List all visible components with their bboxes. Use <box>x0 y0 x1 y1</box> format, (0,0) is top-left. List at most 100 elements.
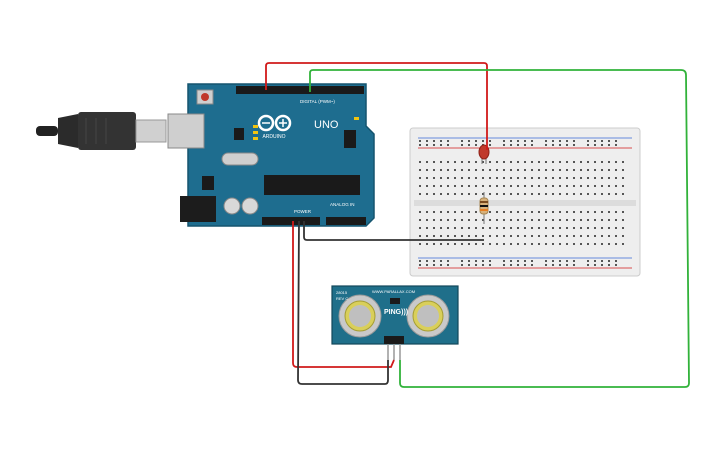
breadboard-hole[interactable] <box>545 243 547 245</box>
breadboard-hole[interactable] <box>440 169 442 171</box>
breadboard-hole[interactable] <box>566 169 568 171</box>
breadboard-hole[interactable] <box>517 235 519 237</box>
breadboard-hole[interactable] <box>426 144 428 146</box>
breadboard-hole[interactable] <box>524 243 526 245</box>
breadboard-hole[interactable] <box>510 144 512 146</box>
breadboard-hole[interactable] <box>440 161 442 163</box>
breadboard-hole[interactable] <box>447 177 449 179</box>
breadboard-hole[interactable] <box>615 219 617 221</box>
breadboard-hole[interactable] <box>601 185 603 187</box>
breadboard-hole[interactable] <box>433 140 435 142</box>
breadboard-hole[interactable] <box>510 219 512 221</box>
breadboard-hole[interactable] <box>594 177 596 179</box>
breadboard-hole[interactable] <box>510 243 512 245</box>
breadboard-hole[interactable] <box>489 169 491 171</box>
breadboard-hole[interactable] <box>622 193 624 195</box>
breadboard-hole[interactable] <box>573 235 575 237</box>
breadboard-hole[interactable] <box>545 211 547 213</box>
breadboard-hole[interactable] <box>566 211 568 213</box>
breadboard-hole[interactable] <box>447 193 449 195</box>
breadboard-hole[interactable] <box>440 235 442 237</box>
breadboard-hole[interactable] <box>433 227 435 229</box>
breadboard-hole[interactable] <box>503 260 505 262</box>
breadboard-hole[interactable] <box>615 144 617 146</box>
breadboard-hole[interactable] <box>468 144 470 146</box>
breadboard-hole[interactable] <box>531 211 533 213</box>
breadboard-hole[interactable] <box>461 227 463 229</box>
breadboard-hole[interactable] <box>545 219 547 221</box>
breadboard-hole[interactable] <box>531 243 533 245</box>
breadboard-hole[interactable] <box>615 193 617 195</box>
breadboard-hole[interactable] <box>566 235 568 237</box>
breadboard-hole[interactable] <box>482 260 484 262</box>
breadboard-hole[interactable] <box>517 177 519 179</box>
breadboard-hole[interactable] <box>468 227 470 229</box>
breadboard-hole[interactable] <box>517 264 519 266</box>
red-wire-5v[interactable] <box>292 221 395 368</box>
breadboard-hole[interactable] <box>503 140 505 142</box>
breadboard-hole[interactable] <box>419 161 421 163</box>
breadboard-hole[interactable] <box>545 227 547 229</box>
breadboard-hole[interactable] <box>496 185 498 187</box>
breadboard-hole[interactable] <box>510 140 512 142</box>
resistor[interactable] <box>479 192 489 224</box>
breadboard-hole[interactable] <box>622 219 624 221</box>
breadboard-hole[interactable] <box>552 264 554 266</box>
breadboard-hole[interactable] <box>475 211 477 213</box>
breadboard-hole[interactable] <box>559 185 561 187</box>
breadboard-hole[interactable] <box>524 211 526 213</box>
breadboard-hole[interactable] <box>454 185 456 187</box>
digital-header[interactable] <box>236 86 364 94</box>
breadboard-hole[interactable] <box>573 193 575 195</box>
breadboard-hole[interactable] <box>580 235 582 237</box>
breadboard-hole[interactable] <box>475 243 477 245</box>
breadboard-hole[interactable] <box>461 211 463 213</box>
breadboard-hole[interactable] <box>587 169 589 171</box>
breadboard-hole[interactable] <box>447 219 449 221</box>
breadboard-hole[interactable] <box>461 193 463 195</box>
breadboard-hole[interactable] <box>503 144 505 146</box>
breadboard-hole[interactable] <box>608 227 610 229</box>
breadboard-hole[interactable] <box>559 235 561 237</box>
breadboard-hole[interactable] <box>440 227 442 229</box>
breadboard-hole[interactable] <box>615 264 617 266</box>
breadboard-hole[interactable] <box>447 211 449 213</box>
breadboard-hole[interactable] <box>601 140 603 142</box>
breadboard-hole[interactable] <box>559 177 561 179</box>
breadboard-hole[interactable] <box>580 161 582 163</box>
breadboard-hole[interactable] <box>594 169 596 171</box>
breadboard-hole[interactable] <box>573 161 575 163</box>
breadboard-hole[interactable] <box>419 193 421 195</box>
breadboard-hole[interactable] <box>426 161 428 163</box>
breadboard-hole[interactable] <box>426 235 428 237</box>
breadboard-hole[interactable] <box>510 264 512 266</box>
breadboard-hole[interactable] <box>594 227 596 229</box>
breadboard-hole[interactable] <box>552 193 554 195</box>
breadboard-hole[interactable] <box>426 243 428 245</box>
breadboard-hole[interactable] <box>622 227 624 229</box>
breadboard-hole[interactable] <box>601 161 603 163</box>
breadboard-hole[interactable] <box>615 235 617 237</box>
breadboard-hole[interactable] <box>531 235 533 237</box>
breadboard-hole[interactable] <box>559 161 561 163</box>
arduino-uno-board[interactable]: ARDUINO UNO DIGITAL (PWM~) POWER ANALOG … <box>167 83 375 227</box>
breadboard-hole[interactable] <box>419 140 421 142</box>
breadboard-hole[interactable] <box>447 161 449 163</box>
breadboard-hole[interactable] <box>489 264 491 266</box>
breadboard-hole[interactable] <box>440 144 442 146</box>
breadboard-hole[interactable] <box>566 264 568 266</box>
breadboard-hole[interactable] <box>482 161 484 163</box>
breadboard-hole[interactable] <box>426 185 428 187</box>
breadboard-hole[interactable] <box>552 211 554 213</box>
breadboard-hole[interactable] <box>587 227 589 229</box>
breadboard-hole[interactable] <box>419 260 421 262</box>
breadboard-hole[interactable] <box>503 227 505 229</box>
breadboard-hole[interactable] <box>517 211 519 213</box>
breadboard-hole[interactable] <box>552 235 554 237</box>
breadboard-hole[interactable] <box>454 177 456 179</box>
breadboard-hole[interactable] <box>503 169 505 171</box>
breadboard-hole[interactable] <box>510 193 512 195</box>
breadboard-hole[interactable] <box>524 140 526 142</box>
breadboard-hole[interactable] <box>517 185 519 187</box>
breadboard-hole[interactable] <box>489 140 491 142</box>
